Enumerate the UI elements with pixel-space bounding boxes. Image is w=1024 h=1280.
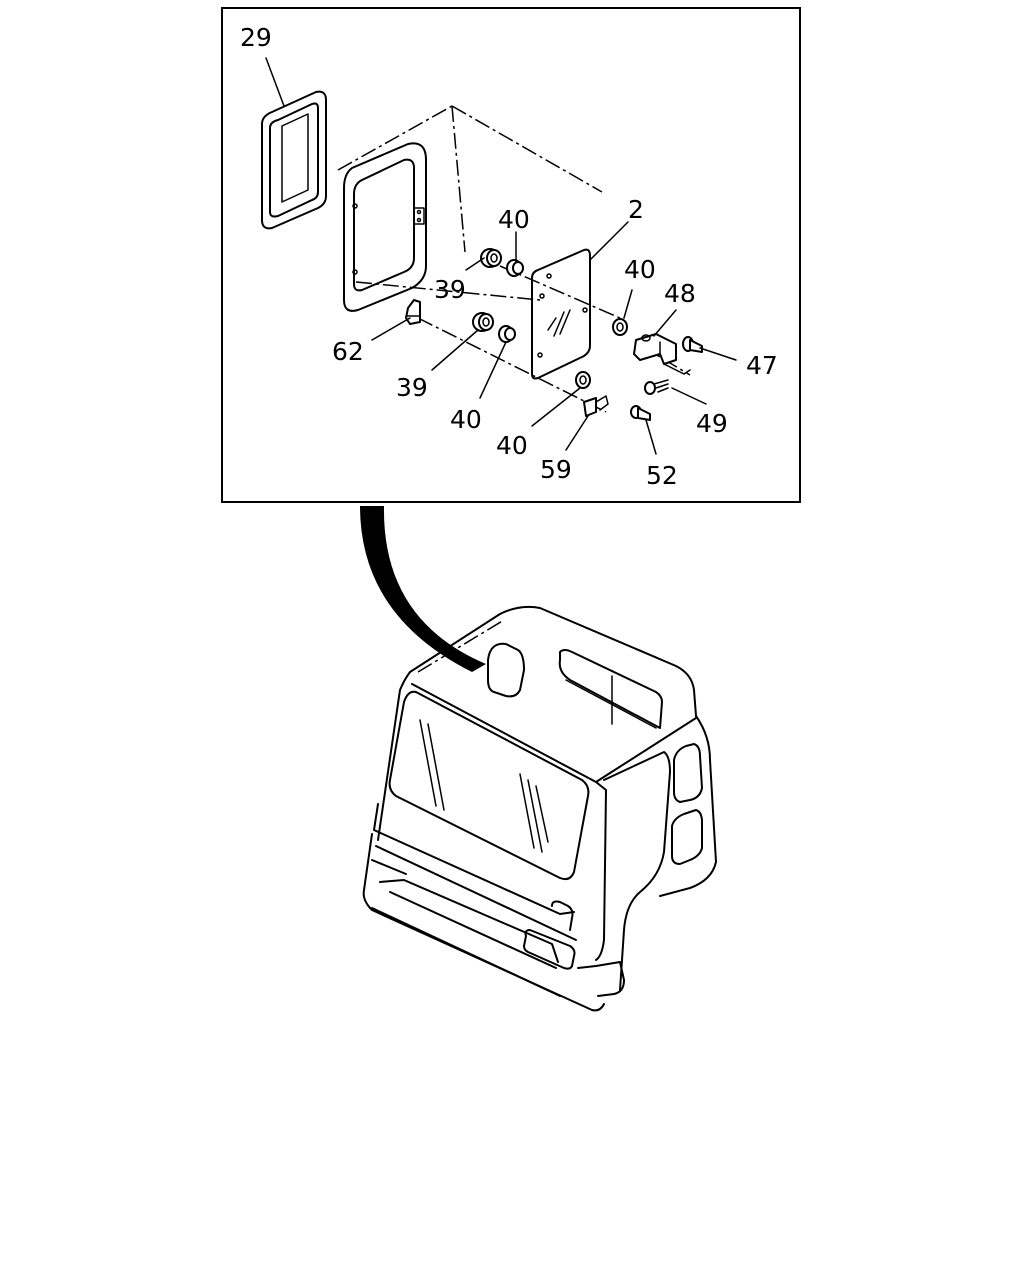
part-29-seal: [261, 90, 327, 230]
part-2-glass: [531, 248, 591, 380]
truck-cab-illustration: [362, 605, 717, 1012]
callout-40-lower: 40: [496, 431, 528, 460]
callout-52: 52: [646, 461, 678, 490]
location-arrow: [360, 506, 486, 672]
part-39-bushing-upper: [480, 248, 502, 268]
part-39-bushing-lower: [472, 312, 494, 332]
part-40-washer-lower: [575, 371, 591, 389]
callout-40-upper: 40: [498, 205, 530, 234]
callout-labels: 29 40 2 40 39 48 47 62 39 40 40 49 59 52: [240, 23, 778, 490]
callout-59: 59: [540, 455, 572, 484]
callout-40-right: 40: [624, 255, 656, 284]
callout-49: 49: [696, 409, 728, 438]
callout-39-upper: 39: [434, 275, 466, 304]
assembly-guide-lines: [337, 105, 691, 413]
part-40-washer-upper: [506, 259, 524, 277]
callout-40-mid: 40: [450, 405, 482, 434]
part-40-washer-mid: [498, 325, 516, 343]
part-49-tapping-screw: [644, 379, 669, 395]
part-47-screw: [682, 336, 703, 353]
callout-2: 2: [628, 195, 644, 224]
part-48-latch: [633, 333, 691, 375]
part-59-catch: [583, 395, 609, 417]
callout-48: 48: [664, 279, 696, 308]
part-52-screw: [630, 405, 651, 421]
callout-47: 47: [746, 351, 778, 380]
callout-29: 29: [240, 23, 272, 52]
part-62-clip: [405, 299, 421, 325]
leader-lines: [265, 57, 737, 455]
callout-62: 62: [332, 337, 364, 366]
callout-39-lower: 39: [396, 373, 428, 402]
detail-frame: [221, 7, 801, 503]
part-40-washer-right: [612, 318, 628, 336]
window-frame: [343, 142, 427, 312]
